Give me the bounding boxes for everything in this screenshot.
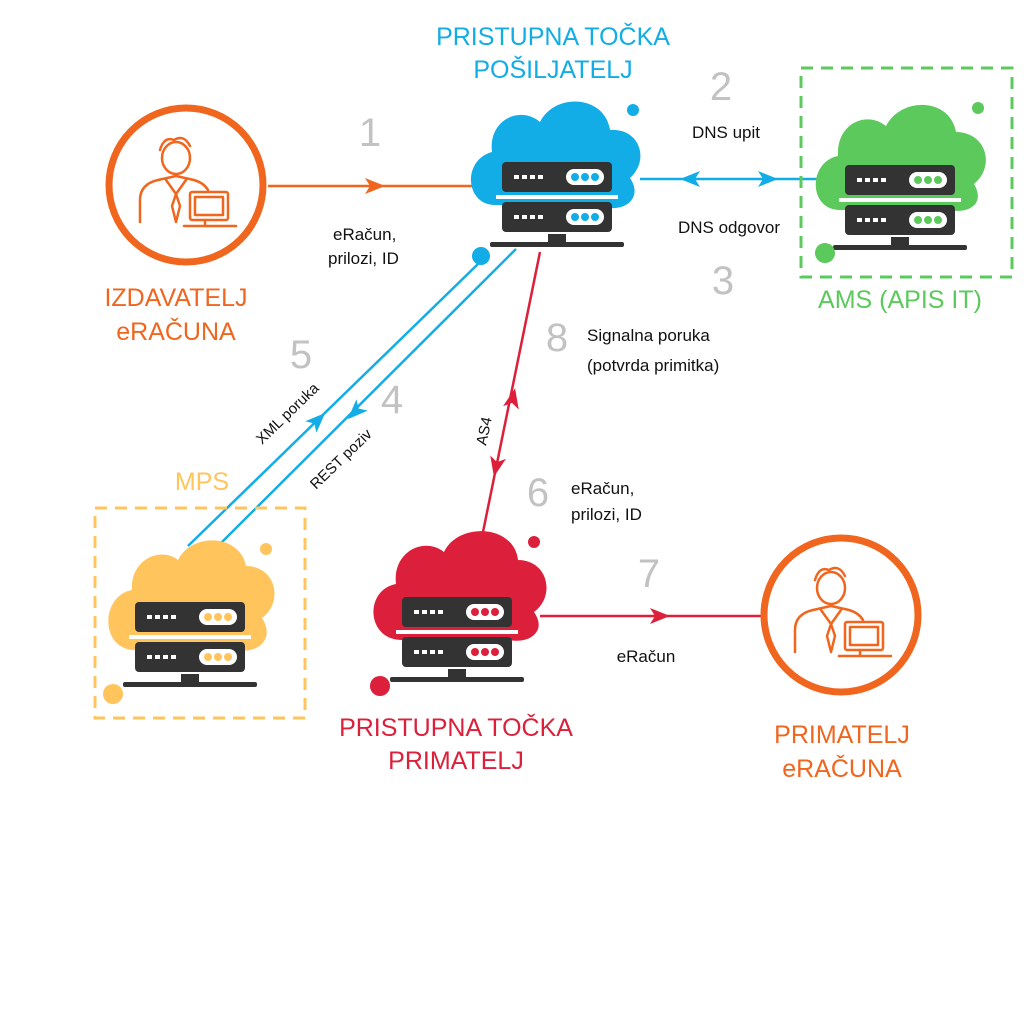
receiver-access-point-node	[370, 531, 547, 696]
step-number-4: 4	[381, 378, 403, 422]
cloud-server-icon	[373, 531, 547, 682]
step-8-label-line2: (potvrda primitka)	[587, 356, 719, 375]
arrow-receiver-to-recipient	[540, 608, 762, 624]
step-1-label-line1: eRačun,	[333, 225, 396, 244]
step-6-label-line1: eRačun,	[571, 479, 634, 498]
mps-dashed-frame	[93, 506, 307, 720]
step-number-7: 7	[638, 552, 660, 596]
recipient-title-line1: PRIMATELJ	[774, 721, 910, 749]
sender-access-point-node	[470, 101, 641, 265]
cloud-server-icon	[470, 101, 641, 247]
sender-title-line1: PRISTUPNA TOČKA	[436, 22, 670, 51]
step-6-label-line2: prilozi, ID	[571, 505, 642, 524]
mps-title: MPS	[175, 468, 229, 496]
ams-dashed-frame	[799, 66, 1014, 279]
step-7-label: eRačun	[617, 647, 676, 666]
ams-title: AMS (APIS IT)	[818, 286, 982, 314]
cloud-server-icon	[108, 540, 275, 687]
sender-title-line2: POŠILJATELJ	[473, 55, 632, 84]
receiver-title-line1: PRISTUPNA TOČKA	[339, 713, 573, 742]
step-number-2: 2	[710, 65, 732, 109]
recipient-node	[760, 534, 922, 696]
step-1-label-line2: prilozi, ID	[328, 249, 399, 268]
issuer-title-line1: IZDAVATELJ	[104, 284, 247, 312]
step-8-label-line1: Signalna poruka	[587, 326, 710, 345]
arrow-sender-receiver	[481, 251, 542, 533]
mps-node	[93, 506, 307, 720]
ams-node	[799, 66, 1014, 279]
arrow-issuer-to-sender	[268, 178, 478, 194]
issuer-node	[105, 104, 267, 266]
step-number-1: 1	[359, 111, 381, 155]
issuer-title-line2: eRAČUNA	[116, 317, 236, 346]
arrow-mps-sender	[187, 248, 517, 547]
step-number-8: 8	[546, 316, 568, 360]
recipient-title-line2: eRAČUNA	[782, 754, 902, 783]
receiver-title-line2: PRIMATELJ	[388, 747, 524, 775]
arrow-sender-ams	[640, 171, 820, 187]
step-number-5: 5	[290, 333, 312, 377]
step-4-label: REST poziv	[307, 425, 376, 492]
cloud-server-icon	[815, 104, 986, 250]
as4-label: AS4	[473, 416, 496, 447]
step-number-6: 6	[527, 471, 549, 515]
step-3-label: DNS odgovor	[678, 218, 780, 237]
step-5-label: XML poruka	[253, 379, 323, 447]
step-number-3: 3	[712, 259, 734, 303]
step-2-label: DNS upit	[692, 123, 760, 142]
